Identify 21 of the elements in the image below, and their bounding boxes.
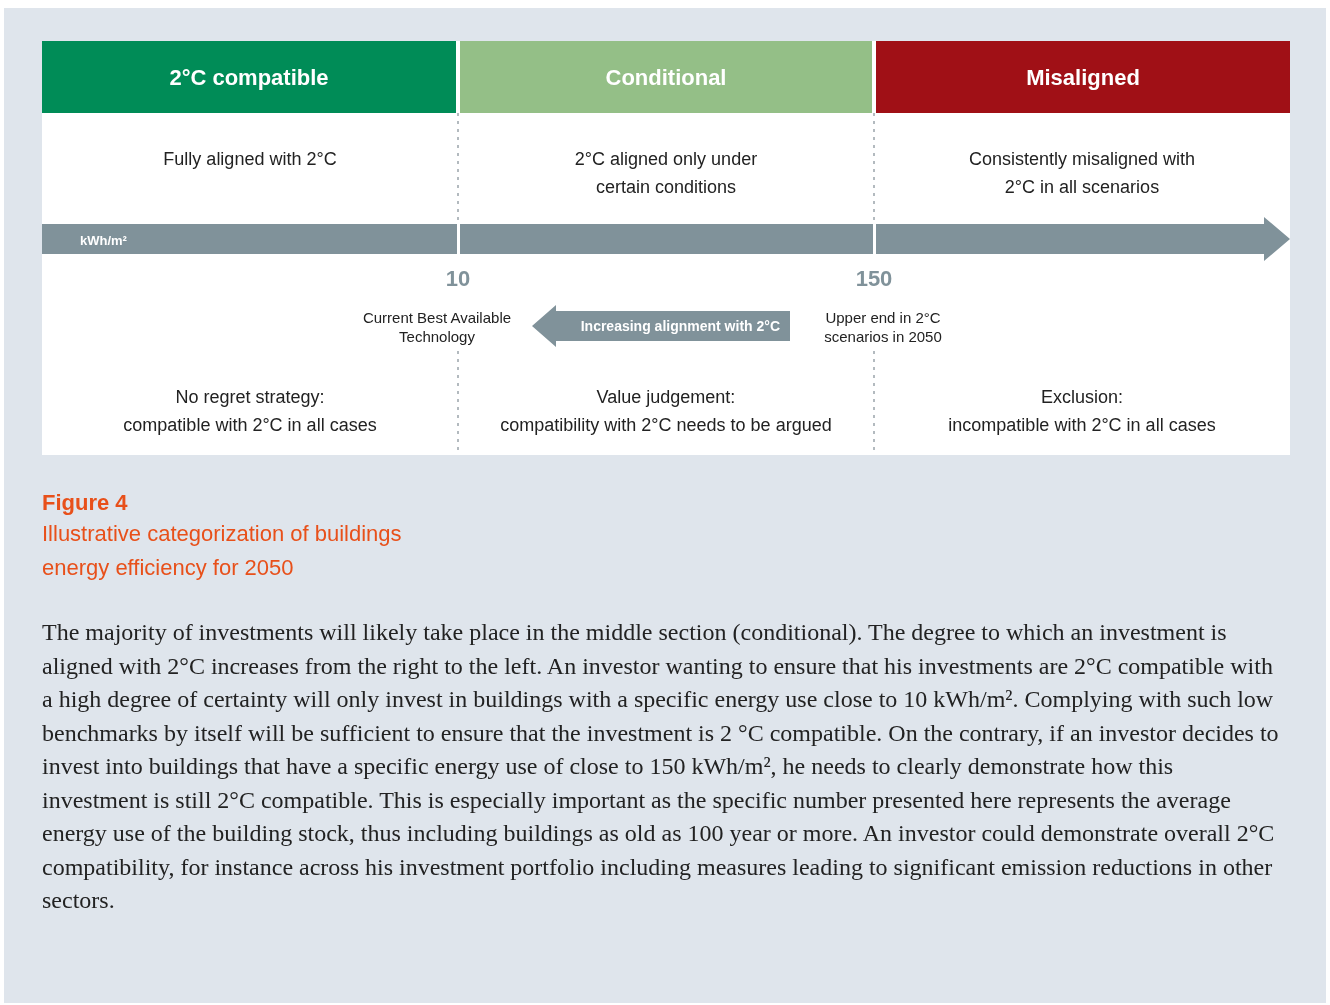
figure-number: Figure 4 [42, 489, 128, 517]
axis-unit: kWh/m² [80, 232, 127, 250]
strategy-description: compatible with 2°C in all cases [122, 414, 378, 437]
strategy-heading: Value judgement: [595, 386, 737, 409]
threshold-note: Upper end in 2°C scenarios in 2050 [823, 308, 943, 346]
tick-label: 10 [444, 265, 472, 293]
figure-caption: Illustrative categorization of buildings energy efficiency for 2050 [42, 520, 403, 582]
category-header: 2°C compatible [42, 41, 456, 113]
strategy-heading: Exclusion: [1039, 386, 1124, 409]
threshold-note: Current Best Available Technology [362, 308, 512, 346]
tick-label: 150 [854, 265, 894, 293]
category-description: 2°C aligned only under certain conditions [573, 148, 759, 199]
category-description: Fully aligned with 2°C [162, 148, 338, 171]
category-header: Conditional [460, 41, 872, 113]
strategy-heading: No regret strategy: [174, 386, 326, 409]
left-arrow: Increasing alignment with 2°C [532, 305, 790, 347]
category-header: Misaligned [876, 41, 1290, 113]
strategy-description: compatibility with 2°C needs to be argued [499, 414, 833, 437]
body-paragraph: The majority of investments will likely take place in the middle section (conditional). The degree to which an investment is aligned with 2°C increases from the right to the left. An investor wanting to ensure that his investments are 2°C compatible with a high degree of certainty will only invest in buildings with a specific energy use close to 10 kWh/m². Complying with such low benchmarks by itself will be sufficient to ensure that the investment is 2 °C compatible. On the contrary, if an investor decides to invest into buildings that have a specific energy use of close to 150 kWh/m², he needs to clearly demonstrate how this investment is still 2°C compatible. This is especially important as the specific number presented here represents the average energy use of the building stock, thus including buildings as old as 100 year or more. An investor could demonstrate overall 2°C compatibility, for instance across his investment portfolio including measures leading to significant emission reductions in other sectors. [42, 618, 1280, 915]
strategy-description: incompatible with 2°C in all cases [947, 414, 1217, 437]
category-description: Consistently misaligned with 2°C in all scenarios [967, 148, 1197, 199]
